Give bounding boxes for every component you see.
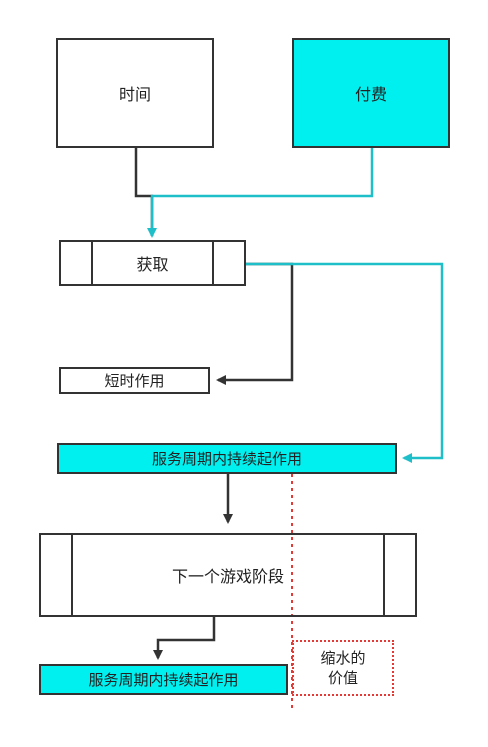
node-acquire-left-bar: [91, 242, 93, 284]
node-acquire: 获取: [59, 240, 246, 286]
node-pay-label: 付费: [354, 85, 387, 104]
edge-time-to-acquire: [134, 148, 154, 236]
node-service-effect-2-label: 服务周期内持续起作用: [88, 671, 239, 689]
node-time-label: 时间: [118, 85, 151, 104]
node-service-effect-1-label: 服务周期内持续起作用: [151, 450, 302, 468]
node-acquire-right-bar: [212, 242, 214, 284]
node-next-stage: 下一个游戏阶段: [39, 533, 417, 617]
node-service-effect-1: 服务周期内持续起作用: [57, 443, 397, 474]
node-short-effect: 短时作用: [59, 367, 210, 394]
note-line-2: 价值: [327, 669, 358, 687]
shrunk-value-note: 缩水的 价值: [292, 640, 394, 696]
node-acquire-label: 获取: [136, 255, 169, 274]
edge-acquire-to-service: [246, 262, 444, 463]
node-short-effect-label: 短时作用: [104, 372, 165, 390]
edge-pay-to-acquire: [147, 148, 374, 238]
edge-next-to-service2: [153, 617, 216, 660]
node-next-stage-label: 下一个游戏阶段: [171, 567, 284, 586]
node-pay: 付费: [292, 38, 450, 148]
node-next-stage-left-bar: [71, 535, 73, 615]
node-next-stage-right-bar: [383, 535, 385, 615]
node-service-effect-2: 服务周期内持续起作用: [39, 664, 288, 695]
note-line-1: 缩水的: [320, 649, 366, 667]
node-time: 时间: [56, 38, 214, 148]
